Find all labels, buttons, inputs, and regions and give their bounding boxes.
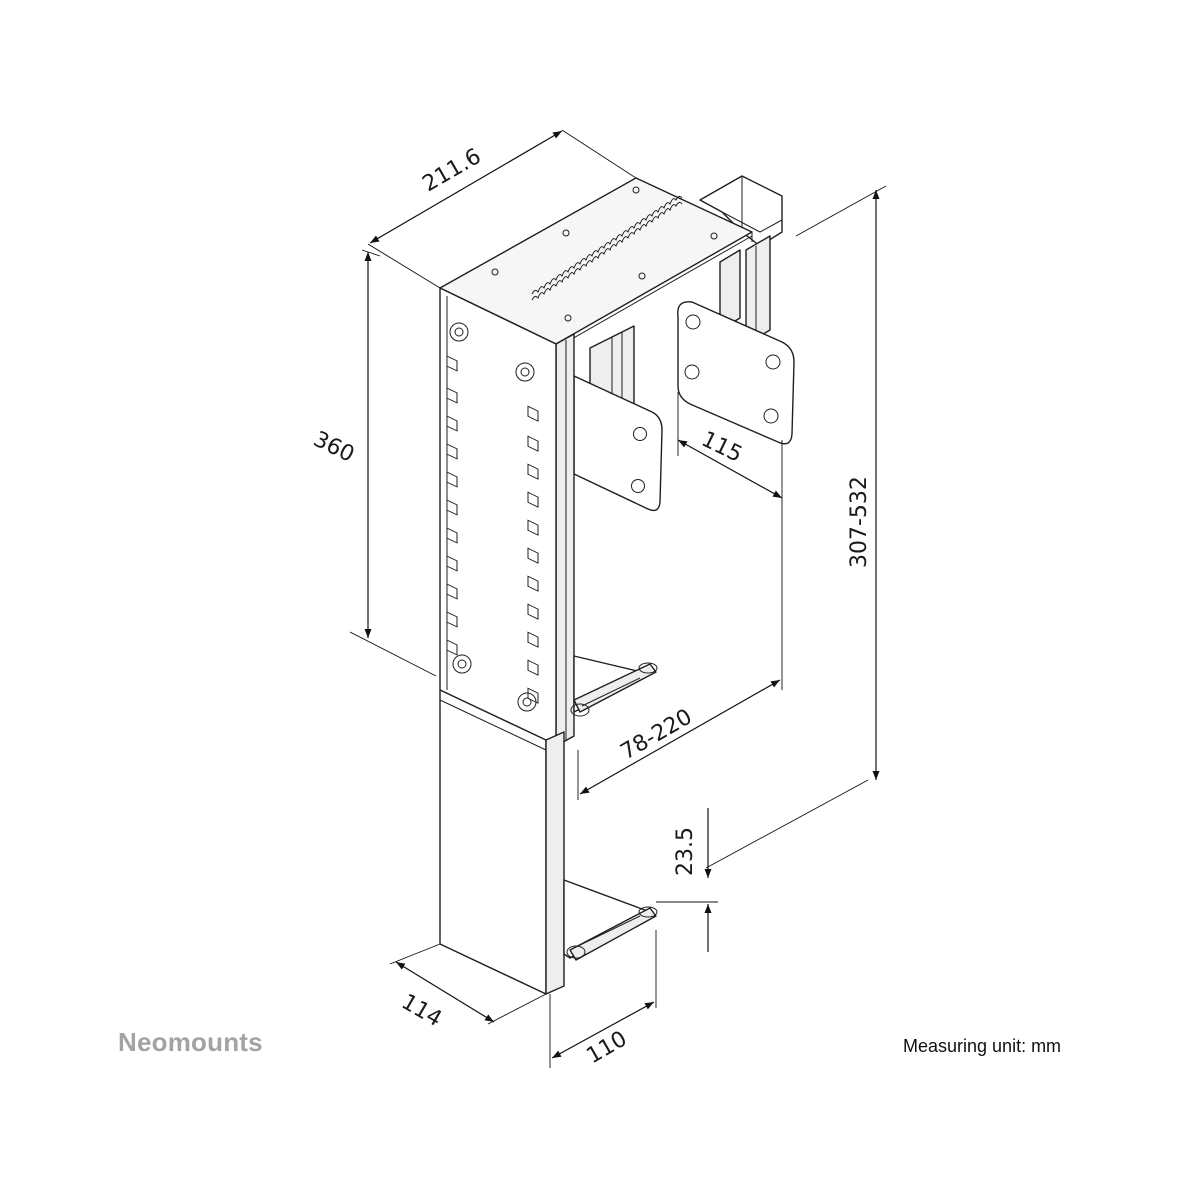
dim-top-depth-label: 211.6: [419, 144, 486, 197]
vesa-plate-upper: [677, 301, 795, 445]
dim-bottom-width-label: 110: [583, 1027, 632, 1070]
ventilation-slots: [531, 195, 683, 301]
dim-total-height-label: 307-532: [847, 476, 872, 568]
front-flange: [555, 333, 575, 747]
lower-column: [439, 689, 565, 995]
cpu-holder-drawing: [439, 175, 795, 995]
bottom-foot: [563, 879, 658, 961]
upper-shelf-arm: [570, 655, 658, 717]
front-panel: [439, 287, 557, 747]
rear-rail: [699, 175, 783, 345]
measuring-unit-label: Measuring unit: mm: [903, 1036, 1062, 1056]
dim-vesa-label: 115: [697, 427, 746, 468]
brand-logo: Neomounts: [118, 1027, 263, 1057]
vesa-plate-lower: [573, 375, 663, 512]
dimension-lines: [349, 129, 887, 1068]
slots-right: [527, 405, 539, 704]
dim-height-label: 360: [309, 427, 358, 468]
slots-left: [446, 355, 458, 656]
dim-foot-lip-label: 23.5: [673, 827, 698, 876]
adjustment-knobs: [449, 322, 537, 712]
dim-bottom-depth-label: 114: [397, 990, 446, 1033]
